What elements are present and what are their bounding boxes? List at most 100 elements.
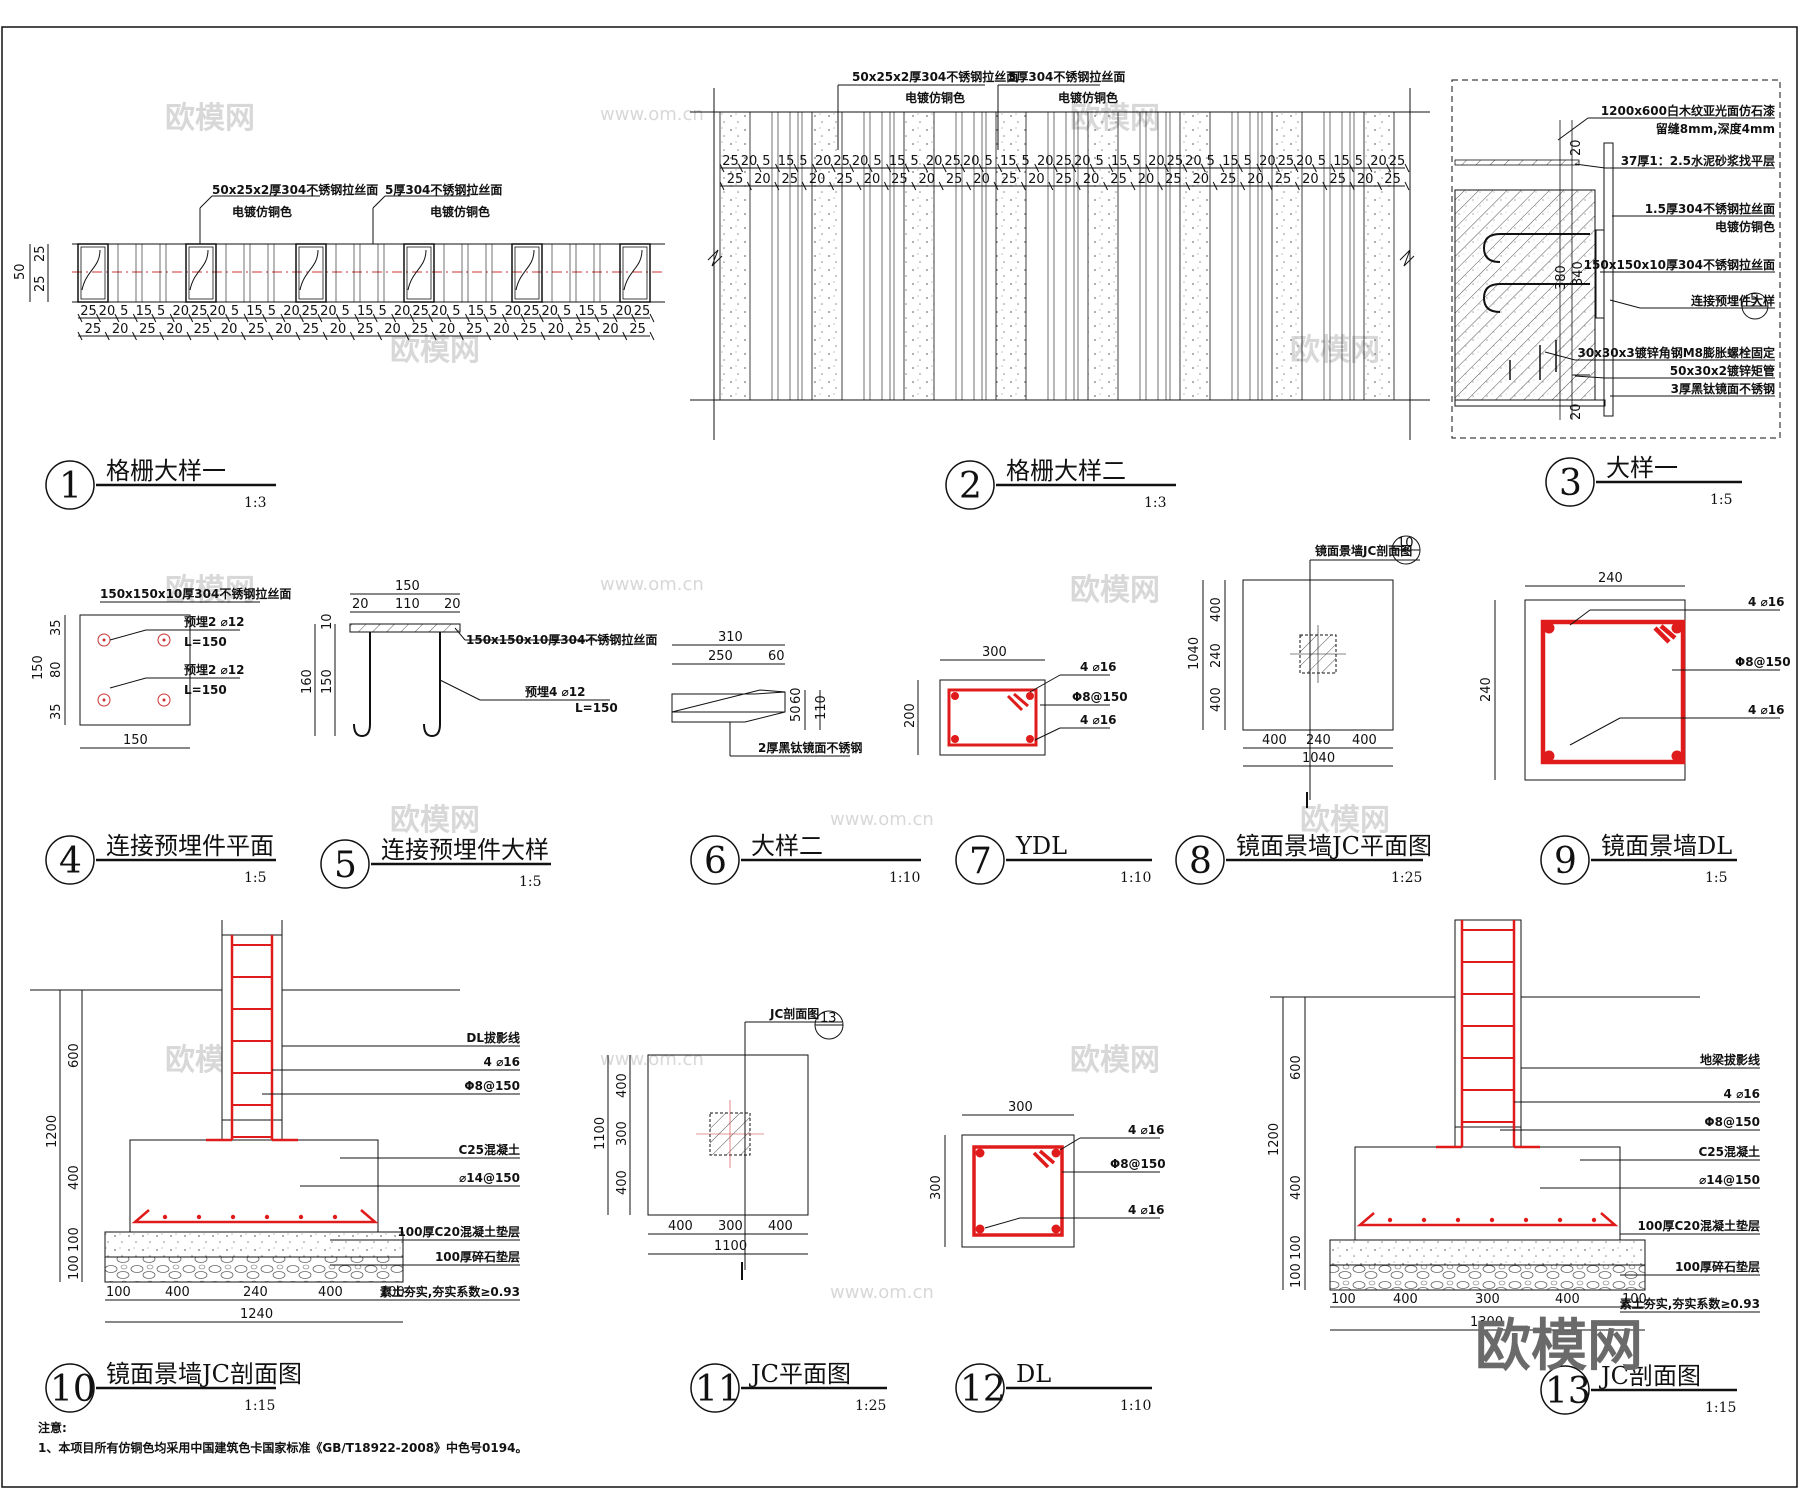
dim-tick: [856, 181, 862, 191]
dim-tick: [465, 313, 470, 323]
dim-tick: [428, 313, 434, 323]
footing-note: 100厚碎石垫层: [1675, 1259, 1760, 1274]
dim-value: 20: [815, 154, 832, 169]
watermark-site: www.om.cn: [600, 1049, 704, 1070]
dim-value: 25: [575, 322, 592, 337]
d10-dim-total: 1200: [45, 1115, 60, 1148]
d7-dim-height: 200: [903, 703, 918, 728]
dim-value: 25: [466, 322, 483, 337]
detail-4-embed-plan: 35 80 35 150 150 150x150x10厚304不锈钢拉丝面 预埋…: [31, 586, 291, 749]
dim-value: 20: [852, 154, 869, 169]
detail-title: 镜面景墙JC剖面图: [106, 1360, 302, 1388]
stirrup: [947, 688, 1038, 747]
detail-scale: 1:25: [855, 1398, 886, 1414]
break-mark: [707, 249, 723, 267]
d5-dim: 110: [395, 597, 420, 612]
footing-note: 4 ⌀16: [1724, 1087, 1760, 1101]
detail-title: 大样一: [1606, 454, 1678, 482]
d5-note-anchor-len: L=150: [575, 701, 618, 715]
dim-tick: [1034, 163, 1040, 173]
dim-value: 20: [1185, 154, 1202, 169]
dim-value: 20: [1357, 172, 1374, 187]
grille-tube: [995, 111, 1027, 401]
watermark-site: www.om.cn: [830, 809, 934, 830]
d4-note-anchor-1: 预埋2 ⌀12: [184, 614, 244, 629]
d13-dim: 400: [1289, 1175, 1304, 1200]
d3-note: 37厚1：2.5水泥砂浆找平层: [1621, 153, 1775, 168]
detail-bubble: [1540, 835, 1590, 885]
dim-tick: [458, 331, 464, 341]
footing-note: 100厚C20混凝土垫层: [1637, 1218, 1760, 1233]
leader: [1574, 375, 1606, 379]
dim-tick: [377, 331, 383, 341]
d6-dim: 250: [708, 649, 733, 664]
d8-dim: 400: [1209, 687, 1224, 712]
footing-note: Φ8@150: [1704, 1115, 1760, 1129]
detail-bubble: [955, 1363, 1005, 1413]
dim-value: 25: [139, 322, 156, 337]
dim-value: 20: [112, 322, 129, 337]
watermark-brand: 欧模网: [165, 101, 255, 136]
detail-number: 10: [50, 1369, 96, 1410]
detail-number: 13: [1545, 1371, 1591, 1412]
detail-number: 7: [969, 841, 992, 882]
dim-value: 20: [1138, 172, 1155, 187]
detail-title: 大样二: [751, 832, 823, 860]
detail-title: YDL: [1015, 832, 1067, 860]
dim-tick: [501, 313, 507, 323]
d4-dim-width: 150: [123, 733, 148, 748]
base-bar: [332, 1214, 338, 1220]
d7-note-stirrups: Φ8@150: [1072, 690, 1128, 704]
d3-note: 50x30x2镀锌矩管: [1670, 363, 1775, 378]
dim-value: 15: [1000, 154, 1017, 169]
rebar-bar: [975, 1148, 985, 1158]
dim-value: 20: [1302, 172, 1319, 187]
base-mat: [131, 1209, 379, 1224]
dim-value: 25: [1056, 154, 1073, 169]
base-bar: [1523, 1217, 1529, 1223]
dim-tick: [1089, 163, 1095, 173]
dim-tick: [446, 313, 452, 323]
dim-tick: [923, 163, 929, 173]
detail-bubble: [45, 835, 95, 885]
dim-value: 5: [378, 304, 386, 319]
tube-inner: [188, 246, 214, 300]
d5-note-plate: 150x150x10厚304不锈钢拉丝面: [466, 632, 657, 647]
dim-tick: [993, 181, 999, 191]
detail-scale: 1:10: [1120, 1398, 1151, 1414]
detail-number: 12: [960, 1369, 1006, 1410]
d13-dim: 100: [1331, 1292, 1356, 1307]
dim-value: 20: [1148, 154, 1165, 169]
d13-dim: 300: [1475, 1292, 1500, 1307]
base-bar: [230, 1214, 236, 1220]
dim-tick: [169, 313, 175, 323]
dim-tick: [812, 163, 818, 173]
dim-tick: [335, 313, 341, 323]
detail-number: 2: [959, 466, 982, 507]
notes-line-1: 1、本项目所有仿铜色均采用中国建筑色卡国家标准《GB/T18922-2008》中…: [38, 1440, 527, 1455]
dim-tick: [268, 331, 274, 341]
dim-value: 25: [412, 304, 429, 319]
anchor-center: [102, 698, 106, 702]
d11-dim: 300: [615, 1121, 630, 1146]
detail-scale: 1:5: [1705, 870, 1728, 886]
dim-tick: [1185, 181, 1191, 191]
dim-value: 20: [1193, 172, 1210, 187]
d7-note-top-bars: 4 ⌀16: [1080, 660, 1116, 674]
dim-tick: [775, 163, 780, 173]
d4-dim: 80: [49, 661, 64, 678]
dim-tick: [1075, 181, 1081, 191]
dim-value: 20: [172, 304, 189, 319]
d3-note: 留缝8mm,深度4mm: [1656, 121, 1775, 136]
anchor-bolt: [157, 633, 171, 647]
anchor-bolt: [157, 693, 171, 707]
dim-value: 15: [246, 304, 263, 319]
dim-tick: [372, 313, 378, 323]
dim-tick: [225, 313, 231, 323]
watermark-brand: 欧模网: [390, 803, 480, 838]
d8-section-ref-label: 镜面景墙JC剖面图: [1315, 543, 1412, 558]
d2-material-note-1: 50x25x2厚304不锈钢拉丝面: [852, 69, 1018, 84]
dim-value: 25: [1110, 172, 1127, 187]
dim-value: 25: [727, 172, 744, 187]
